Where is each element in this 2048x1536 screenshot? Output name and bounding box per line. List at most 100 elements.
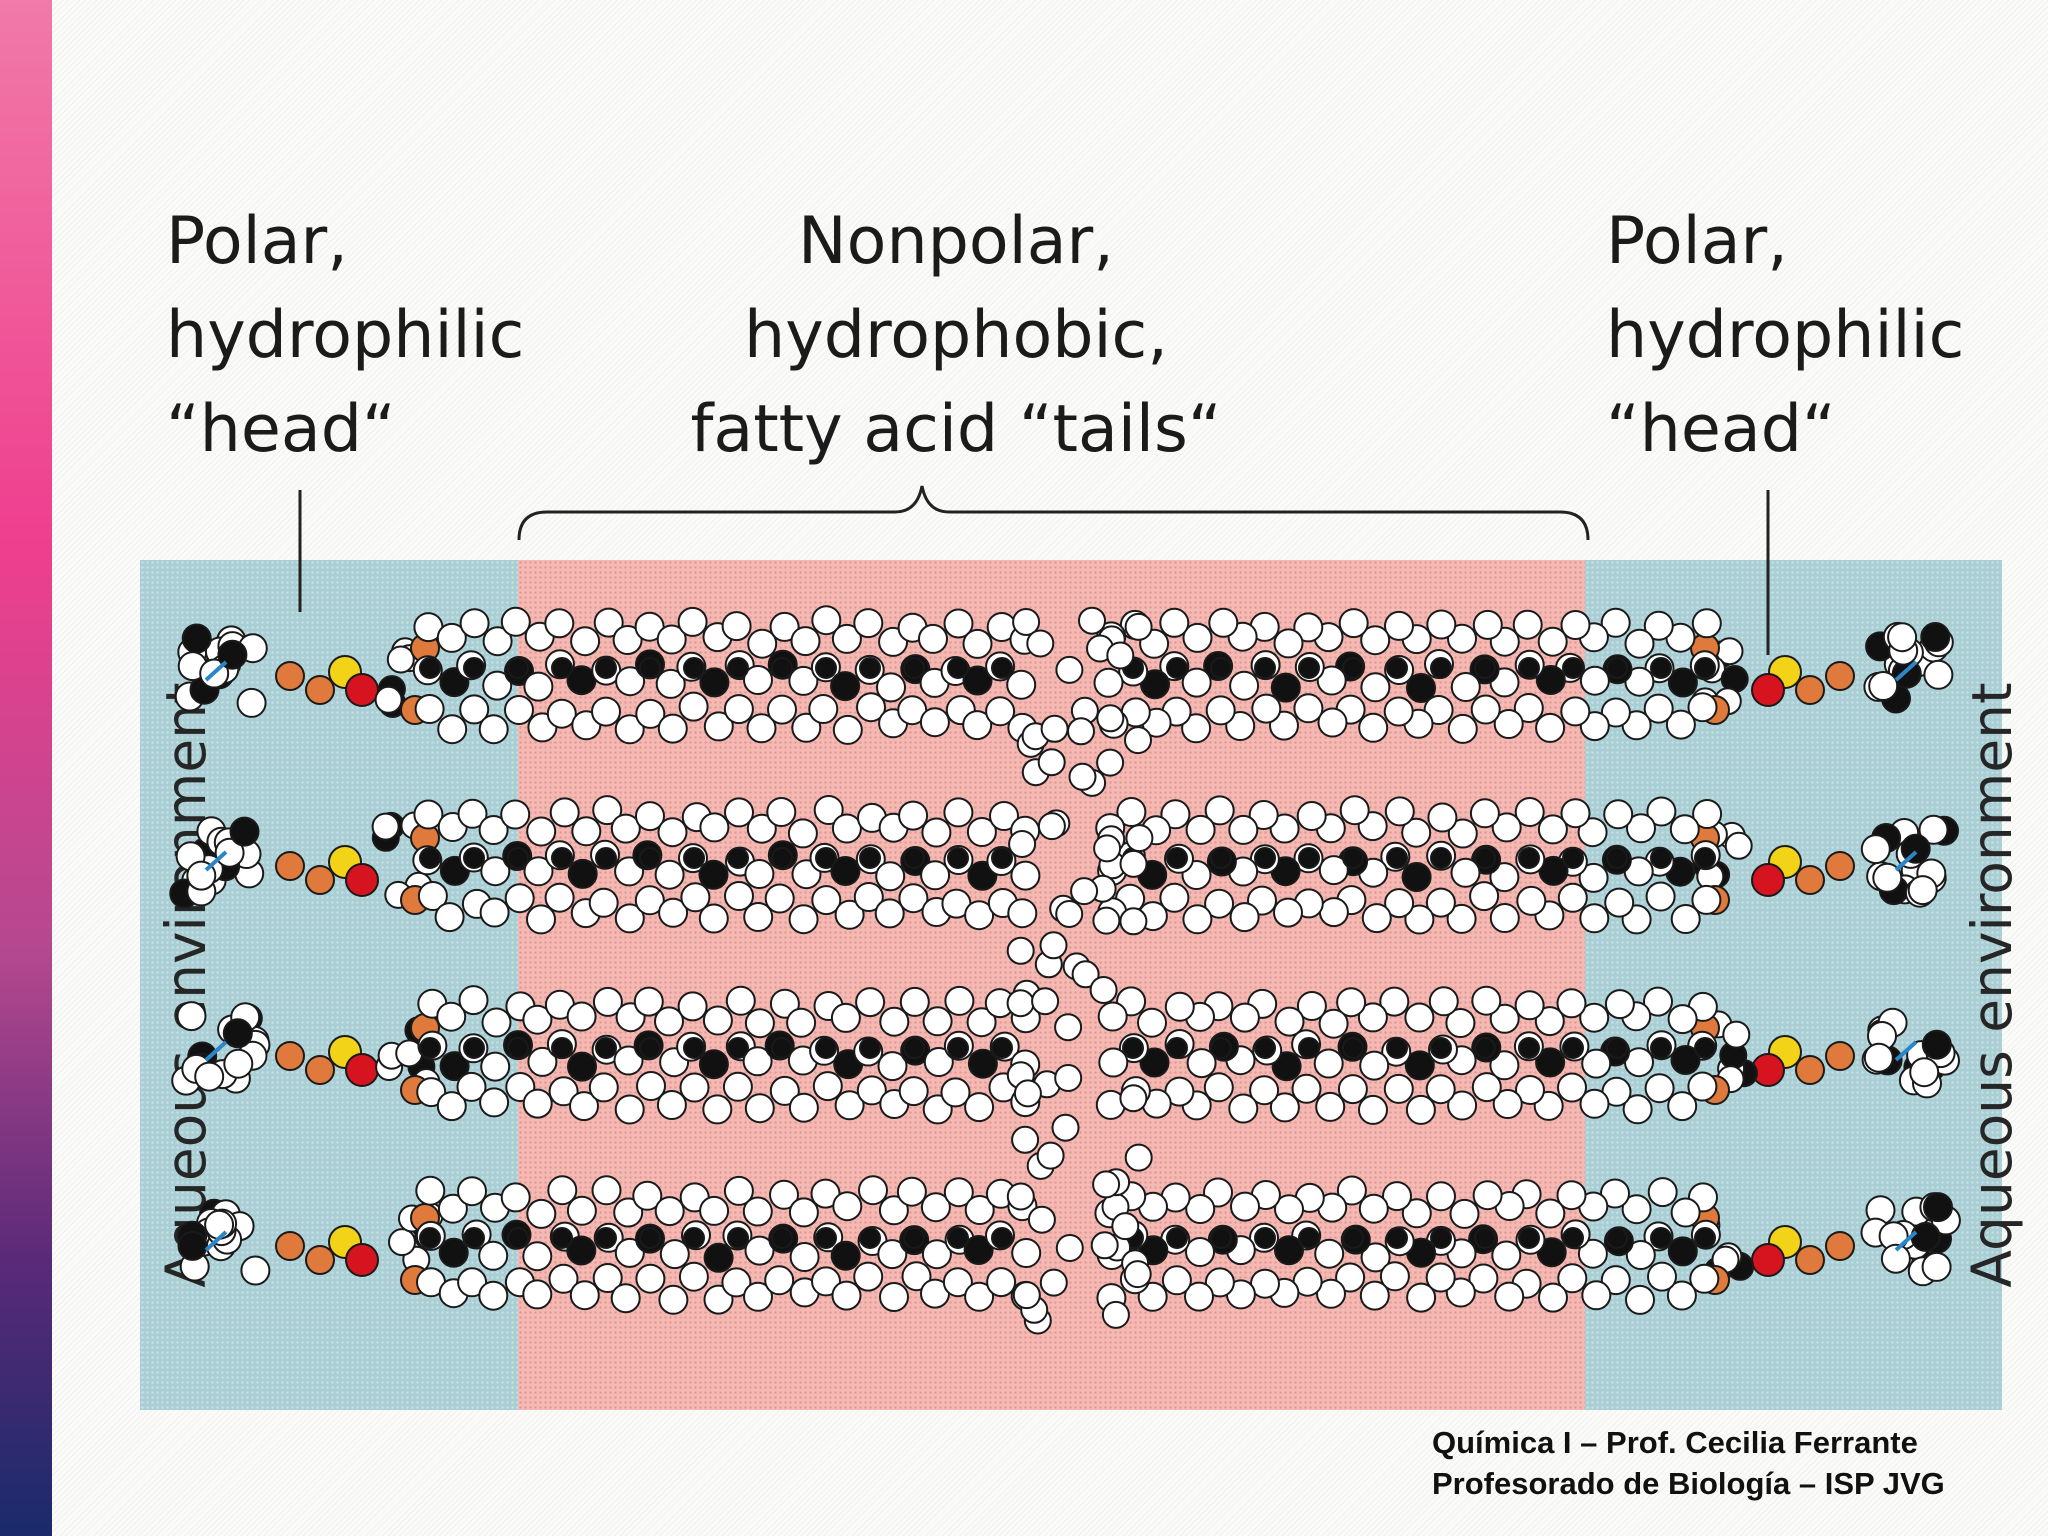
carbon-atom — [463, 1037, 485, 1059]
tail-atom — [1339, 795, 1370, 826]
core-atom — [1012, 1281, 1041, 1310]
side-accent-bar — [0, 0, 52, 1536]
tail-atom — [1622, 1094, 1653, 1125]
core-atom — [1037, 812, 1066, 841]
tail-atom — [966, 817, 997, 847]
tail-atom — [1581, 1280, 1612, 1311]
tail-atom — [1182, 904, 1213, 935]
carbon-atom — [551, 657, 573, 679]
tail-atom — [459, 608, 490, 639]
carbon-atom — [1474, 657, 1496, 679]
tail-atom — [567, 858, 598, 889]
head-atom — [1863, 1042, 1894, 1073]
tail-atom — [635, 698, 666, 729]
tail-atom — [1535, 712, 1566, 743]
tail-atom — [658, 1284, 689, 1315]
glycerol-atom — [1722, 1020, 1751, 1049]
carbon-atom — [1694, 1227, 1716, 1249]
tail-atom — [478, 714, 509, 745]
tail-atom — [615, 666, 646, 697]
tail-atom — [1358, 1193, 1389, 1224]
carbon-atom — [507, 847, 529, 869]
tail-atom — [1691, 884, 1722, 915]
tail-atom — [659, 1239, 690, 1270]
carbon-atom — [859, 847, 881, 869]
tail-atom — [1098, 1047, 1129, 1078]
tail-atom — [1446, 903, 1477, 934]
carbon-atom — [1650, 847, 1672, 869]
tail-atom — [832, 714, 863, 745]
tail-atom — [1186, 1048, 1217, 1079]
nitrogen-bond — [1894, 1230, 1918, 1252]
tail-atom — [439, 1051, 470, 1082]
core-atom — [1124, 1143, 1153, 1172]
tail-atom — [522, 1004, 553, 1035]
tail-atom — [769, 1075, 800, 1106]
oxygen-atom — [345, 1053, 379, 1087]
head-atom — [1872, 862, 1903, 893]
carbon-atom — [1650, 1227, 1672, 1249]
tail-atom — [635, 801, 665, 832]
right-head-line-3: “head“ — [1606, 392, 1836, 467]
core-atom — [1067, 717, 1095, 746]
tail-atom — [1383, 696, 1414, 727]
carbon-atom — [1430, 1227, 1452, 1249]
tail-atom — [1296, 801, 1327, 831]
head-atom — [229, 816, 260, 847]
head-atom — [177, 1230, 208, 1261]
tail-atom — [1445, 1277, 1476, 1308]
tail-atom — [1425, 887, 1456, 918]
tail-atom — [566, 1195, 597, 1226]
tail-atom — [986, 1267, 1017, 1298]
tail-atom — [1535, 665, 1566, 695]
tail-atom — [1225, 711, 1256, 741]
tail-atom — [724, 797, 754, 828]
tail-atom — [1577, 1238, 1608, 1269]
oxygen-atom — [345, 863, 379, 897]
tail-atom — [1137, 1007, 1167, 1038]
core-atom — [1070, 877, 1099, 906]
tail-atom — [746, 813, 777, 844]
tail-atom — [1625, 1284, 1655, 1315]
carbon-atom — [419, 1037, 441, 1059]
phospholipid-molecules — [169, 605, 1961, 1335]
credit-line-2: Profesorado de Biología – ISP JVG — [1432, 1466, 1945, 1501]
tail-atom — [1270, 672, 1301, 703]
tail-atom — [1251, 693, 1282, 724]
tail-atom — [1516, 885, 1547, 916]
core-atom — [1040, 714, 1069, 743]
carbon-atom — [1474, 847, 1496, 869]
head-atom — [1887, 622, 1918, 653]
tail-atom — [1537, 626, 1568, 657]
tail-atom — [678, 691, 709, 722]
carbon-atom — [727, 657, 749, 679]
tail-atom — [1579, 1088, 1610, 1119]
tail-atom — [549, 797, 580, 828]
tail-atom — [1097, 1001, 1128, 1032]
tail-atom — [1269, 1092, 1300, 1123]
tail-atom — [1670, 904, 1701, 934]
tail-atom — [633, 986, 664, 1017]
tail-atom — [769, 988, 800, 1019]
tail-atom — [1581, 1048, 1612, 1079]
tail-atom — [1316, 1278, 1346, 1309]
head-atom — [1868, 671, 1899, 701]
tail-atom — [919, 707, 950, 738]
core-atom — [1119, 1084, 1148, 1113]
tail-atom — [1315, 1091, 1346, 1122]
tail-atom — [523, 671, 554, 702]
carbon-atom — [903, 1227, 925, 1249]
tail-atom — [743, 1281, 773, 1312]
carbon-atom — [419, 657, 441, 679]
head-atom — [214, 837, 245, 868]
tail-atom — [1427, 802, 1458, 833]
tail-atom — [634, 611, 665, 642]
carbon-atom — [1474, 1037, 1496, 1059]
tail-atom — [1692, 799, 1723, 829]
carbon-atom — [947, 1227, 969, 1249]
core-atom — [1092, 906, 1121, 935]
tail-atom — [1159, 607, 1190, 638]
curly-brace-icon — [517, 485, 1590, 541]
tail-atom — [1007, 898, 1038, 929]
tail-atom — [1185, 1194, 1216, 1224]
